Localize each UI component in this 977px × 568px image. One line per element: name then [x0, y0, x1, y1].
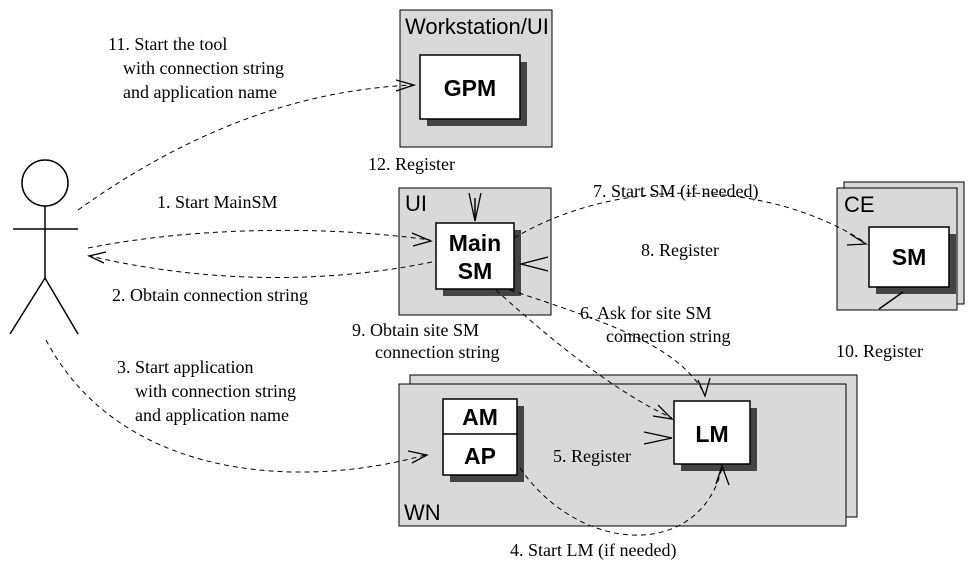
step-7: 7. Start SM (if needed) [593, 181, 758, 202]
main-sm-label-line2: SM [458, 258, 493, 284]
gpm-label: GPM [444, 75, 496, 101]
user-actor [9, 159, 79, 335]
step-6-line1: 6. Ask for site SM [580, 303, 712, 323]
step-5: 5. Register [553, 446, 631, 466]
step-6-line2: connection string [606, 326, 730, 346]
step-3-line2: with connection string [135, 381, 296, 401]
wn-container: WN AM AP LM [398, 374, 858, 527]
step-1: 1. Start MainSM [157, 192, 278, 212]
wn-label: WN [404, 500, 441, 525]
step-3-line3: and application name [135, 405, 289, 425]
ui-label: UI [405, 191, 427, 216]
step-9-line1: 9. Obtain site SM [352, 320, 479, 340]
main-sm-label-line1: Main [449, 230, 501, 256]
workstation-ui-label: Workstation/UI [405, 14, 549, 39]
am-label: AM [462, 404, 498, 430]
step-11-line3: and application name [123, 82, 277, 102]
step-4: 4. Start LM (if needed) [510, 540, 676, 561]
step-labels: 11. Start the tool with connection strin… [108, 34, 923, 561]
ap-label: AP [464, 443, 496, 469]
step-11-line2: with connection string [123, 58, 284, 78]
step-3-line1: 3. Start application [117, 357, 253, 377]
message-arrows [45, 79, 869, 536]
step-8: 8. Register [641, 240, 719, 260]
step-12: 12. Register [368, 154, 455, 174]
ce-label: CE [844, 192, 875, 217]
workstation-ui-container: Workstation/UI GPM [399, 9, 553, 148]
ui-container: UI Main SM [398, 187, 552, 316]
lm-label: LM [695, 421, 728, 447]
step-11-line1: 11. Start the tool [108, 34, 227, 54]
sm-label: SM [892, 244, 927, 270]
ce-container: CE SM [836, 181, 965, 311]
step-10: 10. Register [836, 341, 923, 361]
step-2: 2. Obtain connection string [112, 285, 308, 305]
step-9-line2: connection string [375, 342, 499, 362]
